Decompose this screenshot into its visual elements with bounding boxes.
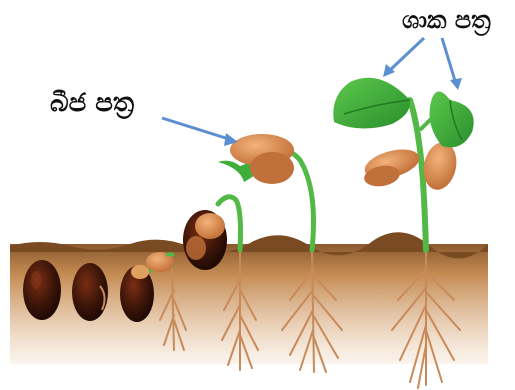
label-seed-leaves: බීජ පත්‍ර: [50, 90, 134, 116]
arrow-true-leaf-right: [442, 38, 462, 90]
arrow-true-leaf-left: [383, 38, 424, 77]
seed-stage-1: [23, 260, 61, 320]
label-true-leaves: ශාක පත්‍ර: [402, 8, 491, 32]
seedling-true-leaves: [333, 78, 473, 250]
arrow-seed-leaves: [162, 118, 238, 146]
seed-stage-4: [146, 252, 174, 272]
seed-stage-2: [72, 263, 108, 321]
seedling-cotyledons: [218, 134, 314, 250]
